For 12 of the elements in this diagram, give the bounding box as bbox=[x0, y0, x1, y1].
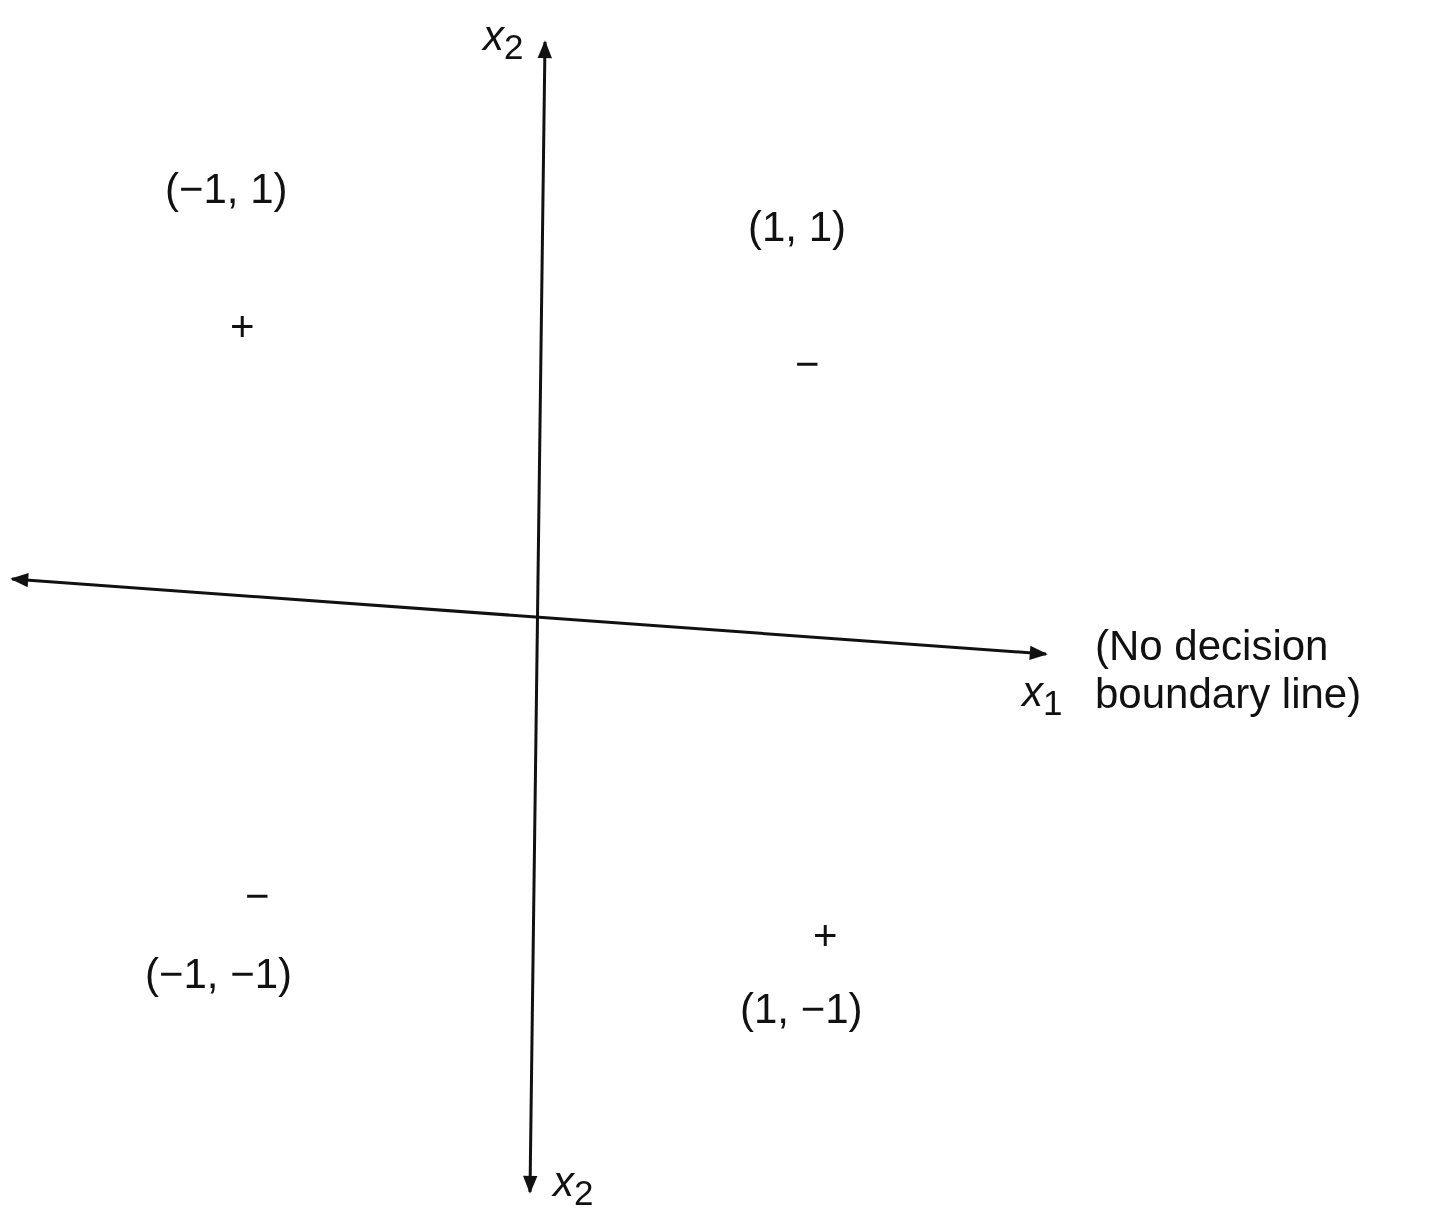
class-sign: + bbox=[230, 303, 255, 352]
axis-label: x$_{1}$ bbox=[1022, 668, 1063, 724]
coordinate-label: (−1, 1) bbox=[165, 165, 288, 214]
class-sign: − bbox=[795, 340, 820, 389]
axis-label: x$_{2}$ bbox=[553, 1158, 594, 1214]
coordinate-label: (−1, −1) bbox=[145, 950, 293, 999]
note-text: (No decision boundary line) bbox=[1095, 622, 1363, 719]
coordinate-label: (1, −1) bbox=[740, 985, 863, 1034]
coordinate-label: (1, 1) bbox=[748, 203, 847, 252]
class-sign: − bbox=[245, 872, 270, 921]
class-sign: + bbox=[813, 912, 838, 961]
axis-label: x$_{2}$ bbox=[483, 12, 524, 68]
